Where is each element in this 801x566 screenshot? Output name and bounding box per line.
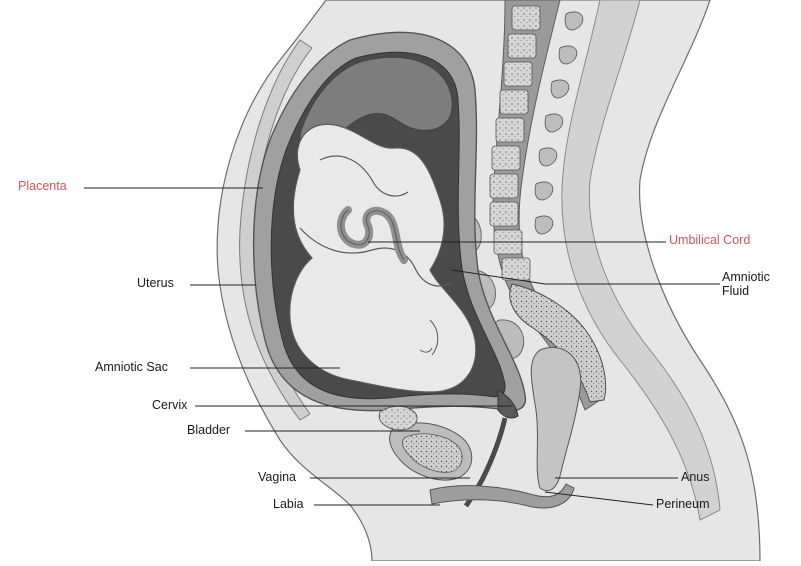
label-amniotic-sac: Amniotic Sac (95, 360, 168, 374)
label-labia: Labia (273, 497, 304, 511)
label-anus: Anus (681, 470, 710, 484)
label-amniotic-fluid: Amniotic Fluid (722, 270, 770, 298)
label-umbilical-cord: Umbilical Cord (669, 233, 750, 247)
label-vagina: Vagina (258, 470, 296, 484)
label-perineum: Perineum (656, 497, 710, 511)
label-cervix: Cervix (152, 398, 187, 412)
label-uterus: Uterus (137, 276, 174, 290)
label-bladder: Bladder (187, 423, 230, 437)
label-placenta: Placenta (18, 179, 67, 193)
